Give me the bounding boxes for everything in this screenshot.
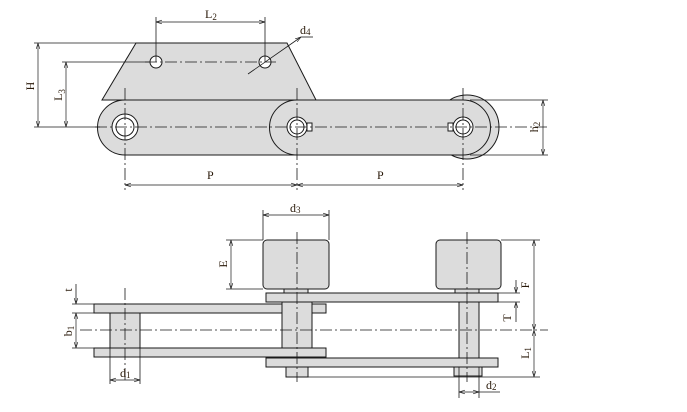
label-L3: L3 bbox=[51, 89, 67, 101]
label-E: E bbox=[216, 260, 230, 267]
side-view: H L3 L2 d4 P P h2 bbox=[23, 7, 548, 190]
dim-d4-leader bbox=[247, 37, 301, 75]
inner-plate-lower bbox=[93, 347, 327, 358]
label-L2: L2 bbox=[205, 7, 217, 22]
label-d4: d4 bbox=[300, 23, 311, 37]
washer bbox=[283, 288, 309, 294]
attachment-plate bbox=[101, 42, 317, 101]
label-P1: P bbox=[207, 168, 214, 182]
label-T: T bbox=[500, 314, 514, 322]
top-view: d3 E t b1 d1 F T L1 bbox=[61, 201, 548, 398]
outer-plate-upper bbox=[265, 292, 499, 303]
roller bbox=[262, 239, 330, 290]
label-d2: d2 bbox=[486, 378, 497, 392]
inner-plate-upper bbox=[93, 303, 327, 314]
label-P2: P bbox=[377, 168, 384, 182]
label-b1: b1 bbox=[61, 326, 76, 337]
label-d3: d3 bbox=[290, 201, 301, 215]
label-t: t bbox=[61, 288, 75, 292]
pin-nut bbox=[453, 366, 483, 377]
inner-link-plate bbox=[97, 99, 301, 156]
label-L1: L1 bbox=[518, 347, 533, 359]
label-F: F bbox=[518, 281, 532, 288]
outer-plate-lower bbox=[265, 357, 499, 368]
roller bbox=[435, 239, 502, 290]
label-H: H bbox=[23, 81, 37, 90]
label-h2: h2 bbox=[527, 122, 542, 133]
label-d1: d1 bbox=[120, 366, 131, 380]
